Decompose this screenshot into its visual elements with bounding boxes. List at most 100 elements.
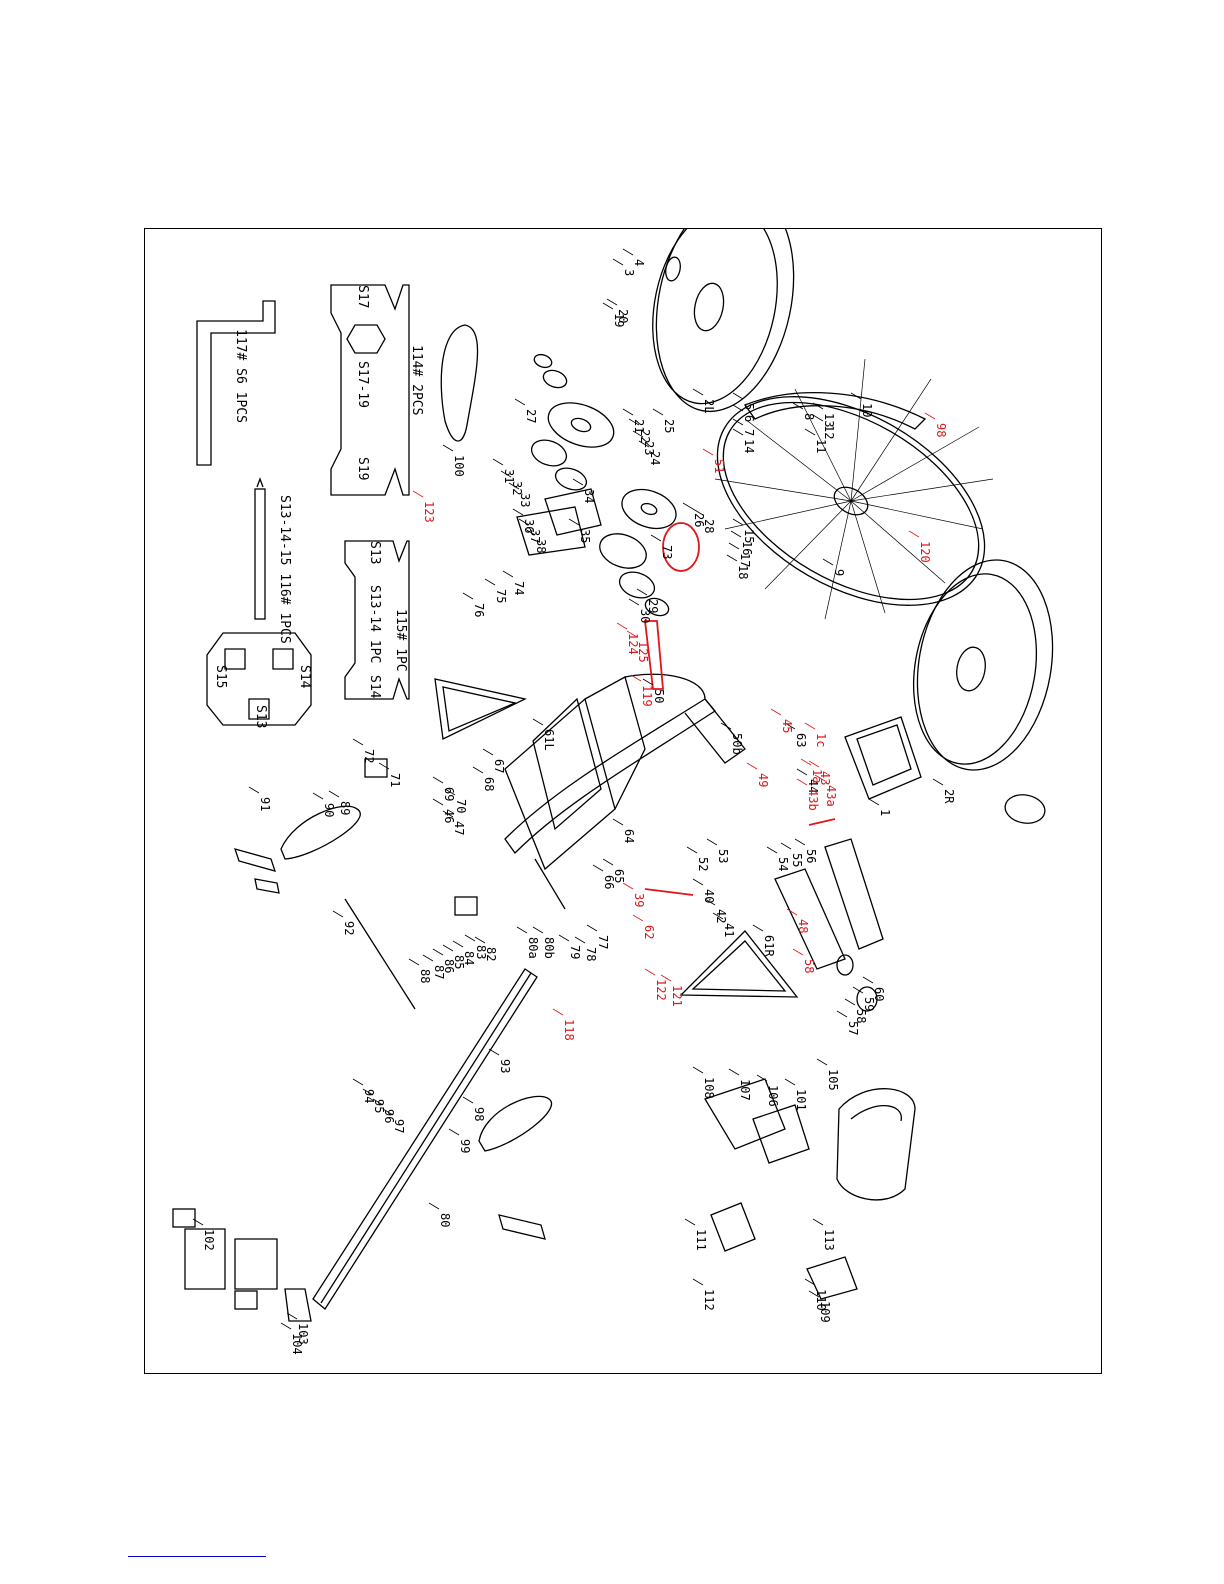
callout-red-120: 120 bbox=[918, 541, 932, 563]
part-callouts-highlighted: 1a1c394343a43b45484951586298118119120121… bbox=[412, 412, 948, 1041]
callout-74: 74 bbox=[512, 581, 526, 595]
callout-47-leader bbox=[442, 810, 454, 818]
callout-80a: 80a bbox=[526, 937, 540, 959]
callout-red-119-leader bbox=[630, 674, 642, 682]
callout-56-leader bbox=[794, 838, 806, 846]
tri-wrench-size-a: S15 bbox=[213, 665, 228, 688]
callout-red-121-leader bbox=[660, 974, 672, 982]
callout-35-leader bbox=[568, 518, 580, 526]
wrench-small-size-right: S14 bbox=[367, 675, 382, 699]
callout-50b-leader bbox=[720, 722, 732, 730]
callout-109: 109 bbox=[818, 1301, 832, 1323]
callout-16: 16 bbox=[740, 541, 754, 555]
screwdriver-caption: S13-14-15 116# 1PCS bbox=[277, 495, 292, 644]
callout-44-leader bbox=[796, 768, 808, 776]
callout-52-leader bbox=[686, 846, 698, 854]
callout-15: 15 bbox=[742, 529, 756, 543]
rear-stabilizer bbox=[184, 1228, 312, 1322]
callout-53: 53 bbox=[716, 849, 730, 863]
callout-59-leader bbox=[852, 986, 864, 994]
callout-87: 87 bbox=[432, 965, 446, 979]
callout-88-leader bbox=[408, 958, 420, 966]
callout-52: 52 bbox=[696, 857, 710, 871]
main-frame bbox=[504, 673, 746, 910]
magnet-disc-highlight bbox=[662, 522, 700, 572]
callout-red-43: 43 bbox=[818, 771, 832, 785]
callout-105-leader bbox=[816, 1058, 828, 1066]
callout-20: 20 bbox=[616, 309, 630, 323]
pulley-upper bbox=[533, 353, 615, 448]
callout-4: 4 bbox=[632, 259, 646, 266]
callout-83-leader bbox=[464, 934, 476, 942]
callout-75-leader bbox=[484, 578, 496, 586]
callout-93-leader bbox=[488, 1048, 500, 1056]
callout-84-leader bbox=[452, 940, 464, 948]
callout-red-43a-leader bbox=[814, 774, 826, 782]
callout-red-124: 124 bbox=[626, 633, 640, 655]
callout-14: 14 bbox=[742, 439, 756, 453]
callout-53-leader bbox=[706, 838, 718, 846]
callout-13-leader bbox=[812, 402, 824, 410]
callout-92-leader bbox=[332, 910, 344, 918]
callout-red-1a-leader bbox=[800, 758, 812, 766]
callout-64-leader bbox=[612, 818, 624, 826]
wrench-small-caption: 115# 1PC bbox=[393, 609, 408, 672]
console-unit bbox=[844, 716, 922, 800]
callout-38-leader bbox=[524, 528, 536, 536]
callout-21-leader bbox=[622, 408, 634, 416]
callout-58: 58 bbox=[854, 1009, 868, 1023]
callout-1: 1 bbox=[878, 809, 892, 816]
wrench-large-size-mid: S17-19 bbox=[355, 361, 370, 408]
callout-11: 11 bbox=[814, 439, 828, 453]
callout-58-leader bbox=[844, 998, 856, 1006]
callout-red-122: 122 bbox=[654, 979, 668, 1001]
callout-27: 27 bbox=[524, 409, 538, 423]
callout-11-leader bbox=[804, 428, 816, 436]
callout-71: 71 bbox=[388, 773, 402, 787]
callout-112-leader bbox=[692, 1278, 704, 1286]
callout-80b-leader bbox=[532, 926, 544, 934]
callout-104-leader bbox=[280, 1322, 292, 1330]
callout-red-58: 58 bbox=[802, 959, 816, 973]
callout-40-leader bbox=[692, 878, 704, 886]
callout-106: 106 bbox=[766, 1085, 780, 1107]
callout-110: 110 bbox=[814, 1289, 828, 1311]
callout-34-leader bbox=[572, 478, 584, 486]
callout-85: 85 bbox=[452, 955, 466, 969]
flywheel-guard bbox=[743, 392, 927, 430]
callout-99-leader bbox=[448, 1128, 460, 1136]
callout-26: 26 bbox=[692, 513, 706, 527]
callout-78-leader bbox=[574, 936, 586, 944]
callout-red-125-leader bbox=[626, 630, 638, 638]
callout-22: 22 bbox=[638, 429, 652, 443]
callout-red-1c-leader bbox=[804, 722, 816, 730]
callout-97-leader bbox=[382, 1108, 394, 1116]
callout-red-43b-leader bbox=[796, 778, 808, 786]
callout-20-leader bbox=[606, 298, 618, 306]
wrench-large-size-left: S17 bbox=[355, 285, 370, 308]
callout-red-123-leader bbox=[412, 490, 424, 498]
callout-66: 66 bbox=[602, 875, 616, 889]
callout-90: 90 bbox=[322, 803, 336, 817]
callout-red-45: 45 bbox=[780, 719, 794, 733]
callout-22-leader bbox=[628, 418, 640, 426]
callout-82-leader bbox=[474, 936, 486, 944]
callout-12: 12 bbox=[822, 425, 836, 439]
callout-63-leader bbox=[784, 722, 796, 730]
callout-104: 104 bbox=[290, 1333, 304, 1355]
callout-41-leader bbox=[712, 912, 724, 920]
seat bbox=[836, 1088, 916, 1201]
callout-102: 102 bbox=[202, 1229, 216, 1251]
callout-26-leader bbox=[682, 502, 694, 510]
callout-61R-leader bbox=[752, 924, 764, 932]
callout-108: 108 bbox=[702, 1077, 716, 1099]
callout-60: 60 bbox=[872, 987, 886, 1001]
hex-key-tool bbox=[196, 300, 276, 466]
callout-54: 54 bbox=[776, 857, 790, 871]
callout-76: 76 bbox=[472, 603, 486, 617]
callout-60-leader bbox=[862, 976, 874, 984]
callout-7: 7 bbox=[742, 429, 756, 436]
callout-19: 19 bbox=[612, 313, 626, 327]
callout-25-leader bbox=[652, 408, 664, 416]
tri-wrench-size-b: S14 bbox=[297, 665, 312, 689]
